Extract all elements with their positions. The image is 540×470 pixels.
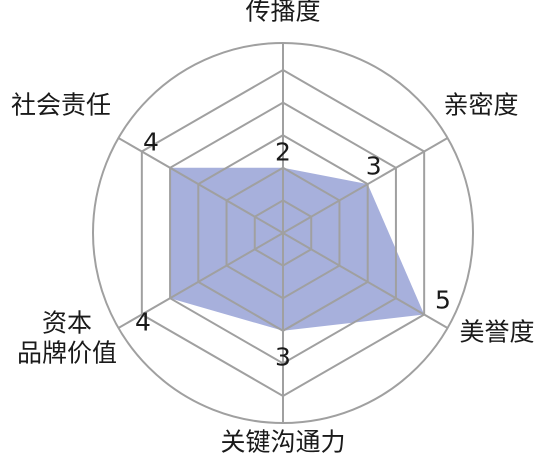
value-label-0: 2: [275, 137, 291, 166]
axis-label-4-line-0: 资本: [42, 309, 92, 338]
value-label-5: 4: [143, 128, 159, 157]
spoke-2: [282, 232, 449, 329]
grid-layer: [92, 42, 474, 424]
value-label-4: 4: [135, 308, 151, 337]
value-label-1: 3: [366, 152, 382, 181]
axis-label-0: 传播度: [245, 0, 320, 26]
spoke-5: [117, 137, 284, 234]
value-label-3: 3: [275, 342, 291, 371]
spoke-1: [282, 137, 449, 234]
axis-label-4-line-1: 品牌价值: [17, 339, 117, 368]
data-area: [170, 167, 425, 331]
axis-label-1: 亲密度: [443, 91, 518, 120]
axis-label-5: 社会责任: [11, 91, 111, 120]
axis-label-2: 美誉度: [459, 318, 534, 347]
data-layer: [170, 167, 425, 331]
axis-label-3: 关键沟通力: [220, 428, 345, 457]
spoke-4: [117, 232, 284, 329]
value-label-2: 5: [435, 286, 451, 315]
